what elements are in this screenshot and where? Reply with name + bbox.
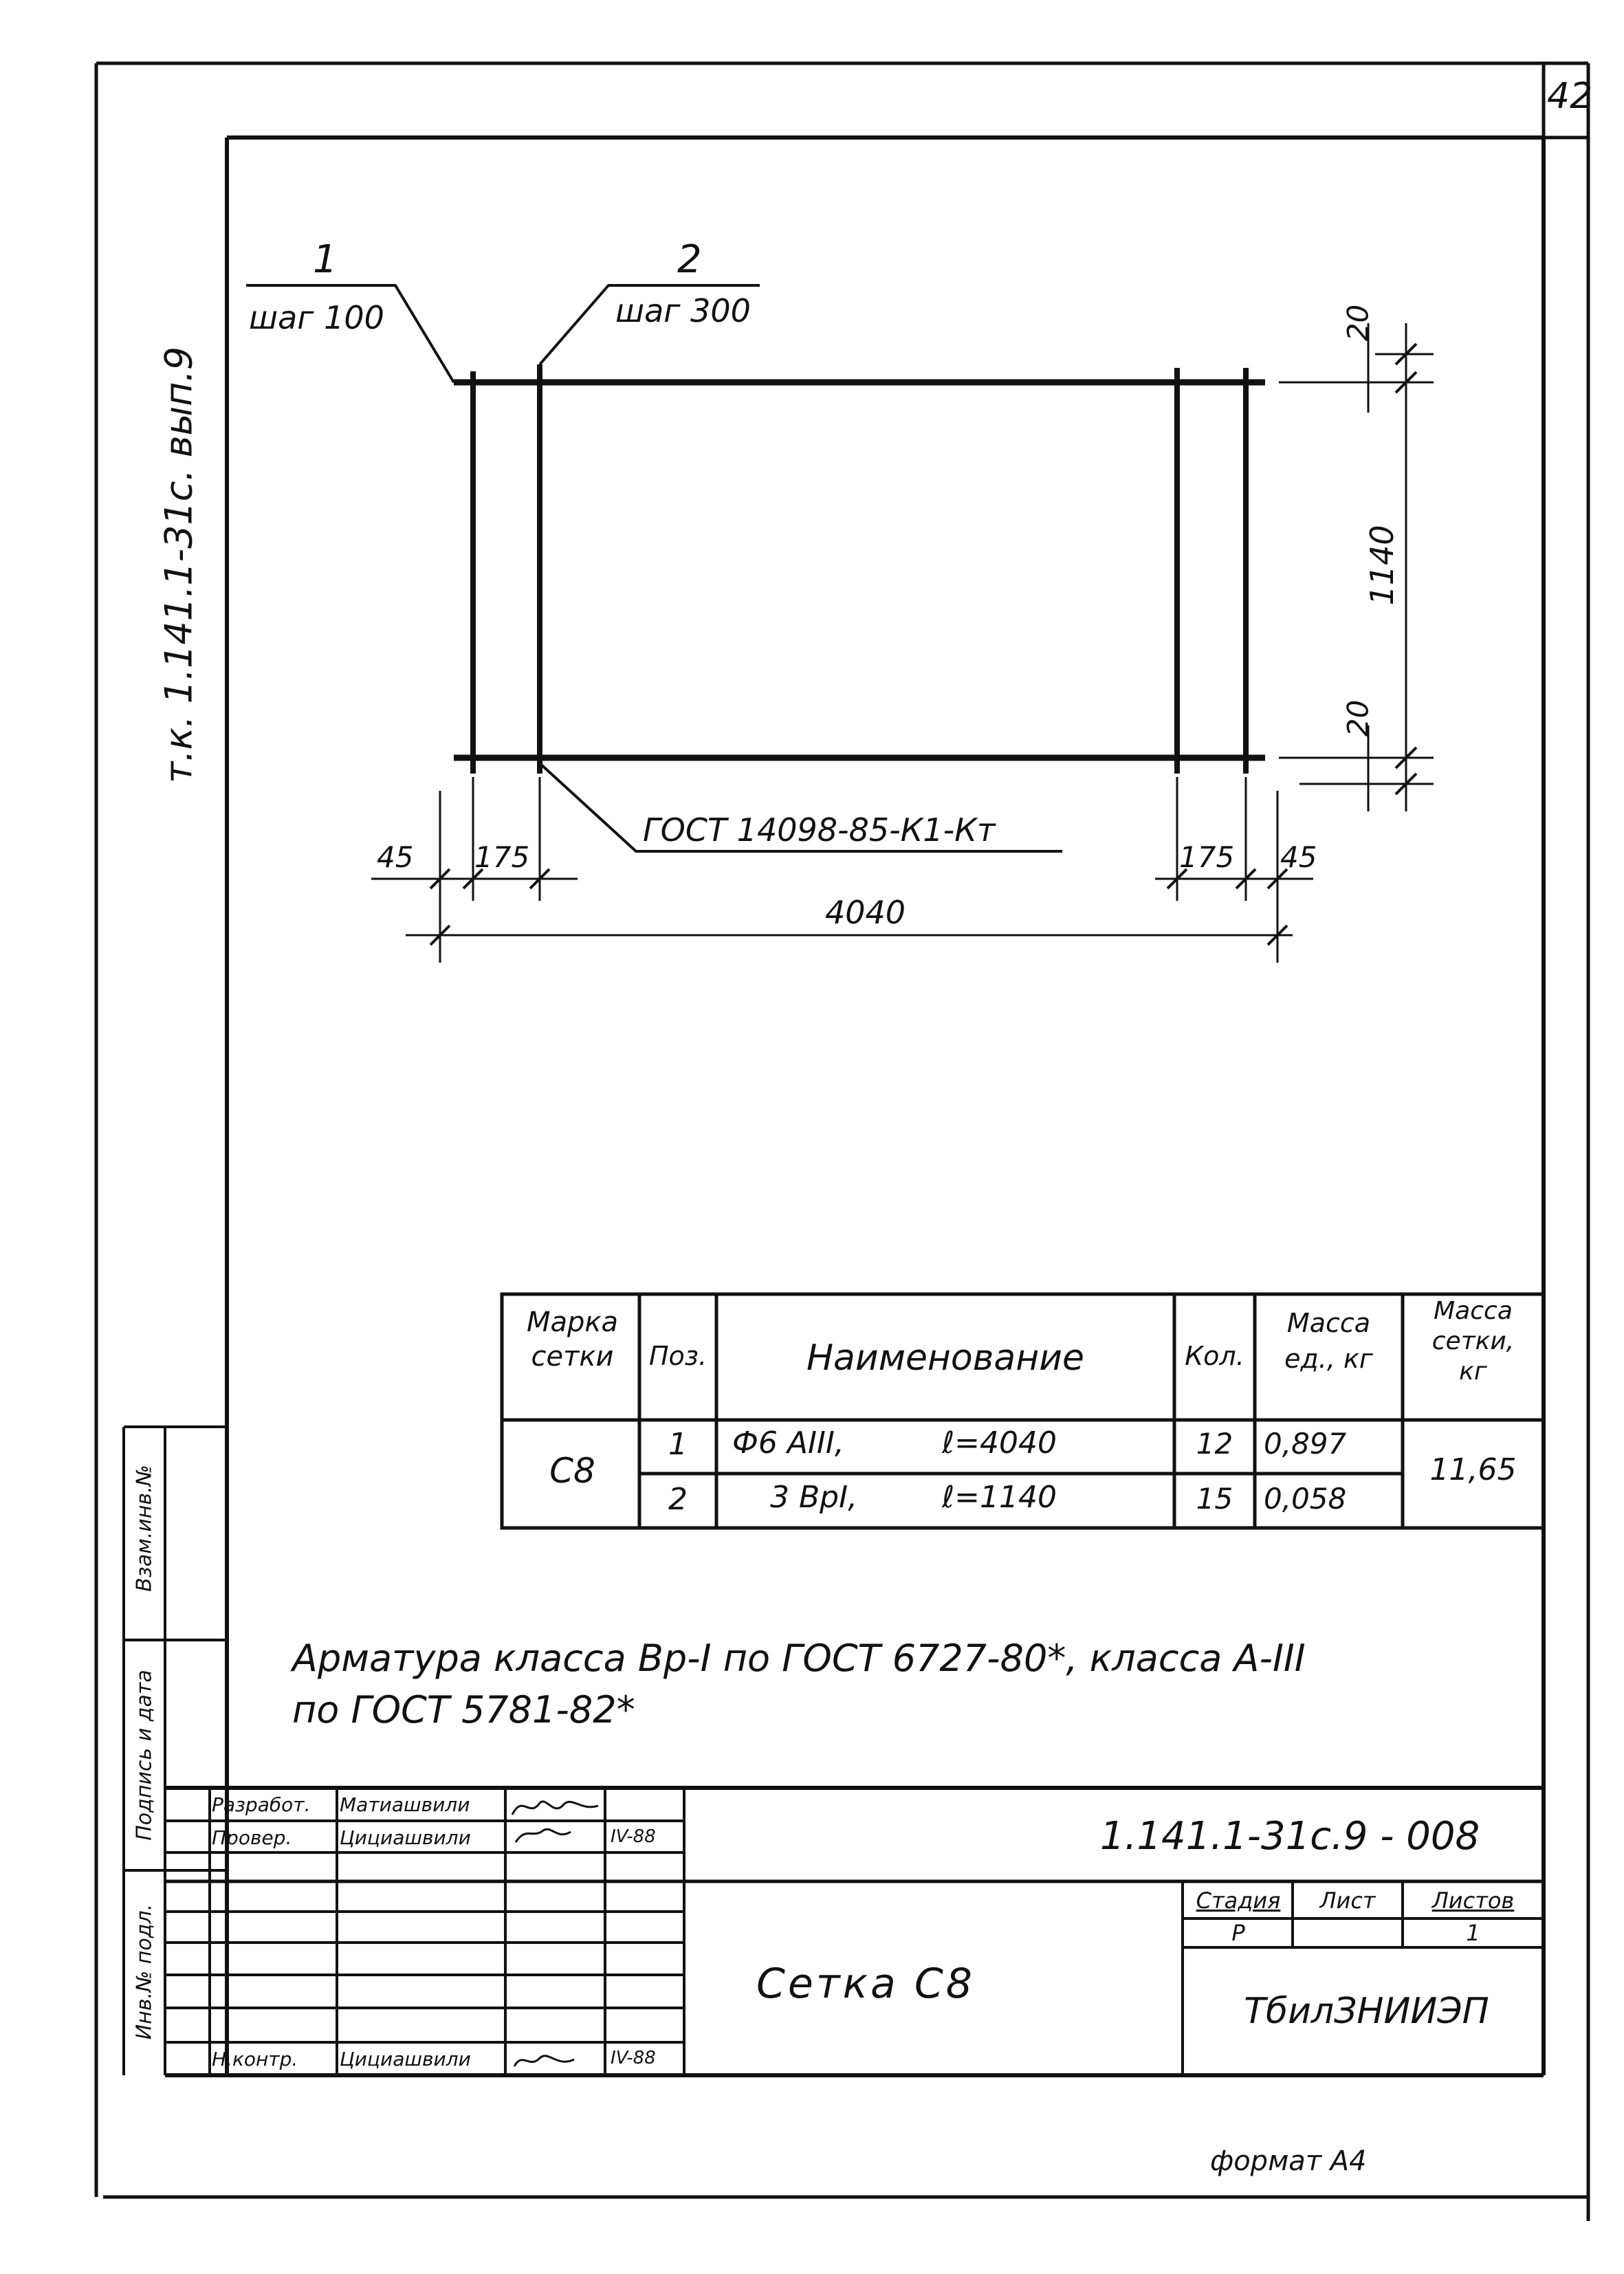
th-massa-setki-line3: кг	[1459, 1357, 1487, 1386]
tb-title: Сетка С8	[756, 1960, 975, 2008]
dim-bottom-20: 20	[1341, 699, 1375, 737]
td-row2-qty: 15	[1196, 1482, 1233, 1516]
td-row1-name: Ф6 АIII,	[732, 1425, 844, 1461]
side-stamp-grid	[122, 1425, 227, 2075]
inner-frame	[165, 135, 1546, 2077]
td-row2-name: 3 ВрI,	[770, 1480, 858, 1515]
th-massa-ed: Масса ед., кг	[1255, 1305, 1403, 1377]
side-stamp-podpis-data: Подпись и дата	[132, 1670, 157, 1841]
sheet-number: 42	[1547, 76, 1593, 117]
tb-sheets-label: Листов	[1431, 1888, 1515, 1914]
td-total-mass: 11,65	[1429, 1452, 1517, 1487]
tb-stage-value: Р	[1231, 1920, 1245, 1946]
tb-date-n-kontr: IV-88	[611, 2048, 656, 2068]
th-massa-setki-line1: Масса	[1434, 1297, 1513, 1325]
td-row2-length: ℓ=1140	[942, 1480, 1057, 1515]
td-row1-qty: 12	[1196, 1427, 1233, 1461]
tb-doc-code: 1.141.1-31с.9 - 008	[1100, 1814, 1480, 1859]
outer-frame	[94, 61, 1590, 2221]
note-line-1: Арматура класса Вр-I по ГОСТ 6727-80*, к…	[292, 1637, 1306, 1680]
td-row2-pos: 2	[668, 1482, 688, 1517]
series-side-label: т.к. 1.141.1-31с. вып.9	[157, 346, 201, 784]
tb-role-n-kontr: Н.контр.	[212, 2048, 298, 2070]
th-marka-line1: Марка	[526, 1307, 619, 1338]
th-kol: Кол.	[1185, 1341, 1244, 1371]
dim-left-45: 45	[377, 840, 414, 874]
tb-name-prover: Цициашвили	[340, 1826, 471, 1849]
th-massa-ed-line2: ед., кг	[1284, 1344, 1373, 1374]
dim-right-45: 45	[1280, 840, 1317, 874]
td-row2-unit-mass: 0,058	[1264, 1482, 1347, 1516]
tb-date-prover: IV-88	[611, 1826, 656, 1847]
note-line-2: по ГОСТ 5781-82*	[292, 1688, 635, 1731]
spec-table-grid	[500, 1292, 1546, 1530]
tb-role-razrab: Разработ.	[212, 1793, 311, 1816]
signature-scribble-bottom	[513, 2055, 575, 2067]
leader-2-text: шаг 300	[615, 292, 751, 329]
side-stamp-inv-podl: Инв.№ подл.	[132, 1903, 157, 2040]
th-poz: Поз.	[648, 1341, 707, 1371]
dim-right-175: 175	[1179, 840, 1235, 874]
dim-height-1140: 1140	[1363, 525, 1401, 606]
td-row1-unit-mass: 0,897	[1264, 1427, 1347, 1461]
side-stamp-vzam-inv: Взам.инв.№	[132, 1465, 157, 1592]
dim-top-20: 20	[1341, 304, 1375, 342]
format-label: формат А4	[1210, 2145, 1367, 2177]
td-mark: С8	[549, 1451, 595, 1491]
tb-role-prover: Провер.	[212, 1826, 292, 1849]
th-marka-line2: сетки	[531, 1341, 614, 1373]
signature-scribbles-top	[511, 1800, 599, 1843]
leader-2-number: 2	[677, 237, 702, 282]
tb-organization: ТбилЗНИИЭП	[1244, 1991, 1489, 2032]
th-massa-setki: Масса сетки, кг	[1403, 1296, 1544, 1387]
th-massa-setki-line2: сетки,	[1431, 1327, 1515, 1355]
th-marka-setki: Марка сетки	[505, 1305, 639, 1374]
mesh-drawing	[246, 284, 1434, 963]
dim-left-175: 175	[474, 840, 530, 874]
tb-sheet-label: Лист	[1319, 1888, 1376, 1914]
leader-1-text: шаг 100	[249, 299, 384, 336]
tb-name-razrab: Матиашвили	[340, 1793, 470, 1816]
th-massa-ed-line1: Масса	[1286, 1308, 1371, 1338]
tb-sheets-value: 1	[1466, 1920, 1480, 1946]
gost-leader-text: ГОСТ 14098-85-К1-Кт	[643, 811, 996, 849]
tb-name-n-kontr: Цициашвили	[340, 2048, 471, 2070]
dim-total-4040: 4040	[825, 894, 906, 931]
leader-1-number: 1	[313, 237, 338, 282]
td-row1-length: ℓ=4040	[942, 1425, 1057, 1461]
td-row1-pos: 1	[668, 1427, 688, 1462]
tb-stage-label: Стадия	[1196, 1888, 1281, 1914]
th-naimenovanie: Наименование	[806, 1337, 1085, 1379]
title-block-grid	[165, 1786, 1544, 2075]
